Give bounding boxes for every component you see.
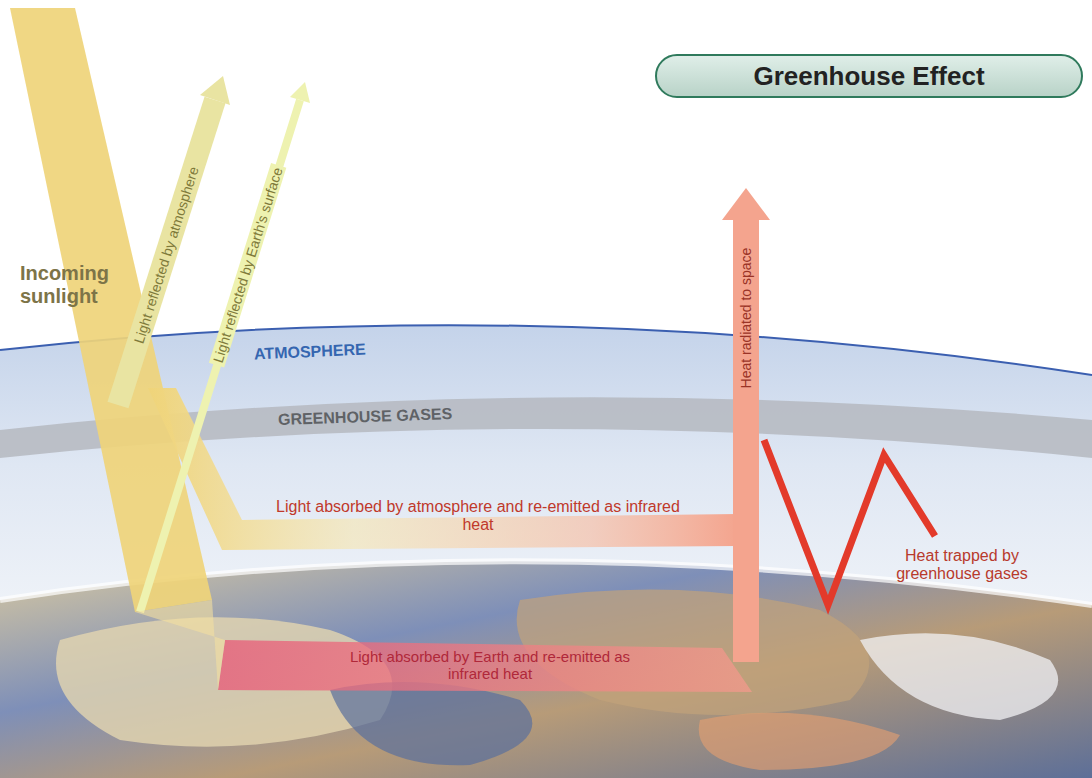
reflection-label: Light reflected by atmosphere xyxy=(130,165,201,346)
process-label: Heat radiated to space xyxy=(738,248,754,389)
diagram-title: Greenhouse Effect xyxy=(753,61,984,92)
title-pill: Greenhouse Effect xyxy=(655,54,1083,98)
process-label: Light absorbed by atmosphere and re-emit… xyxy=(268,498,688,535)
process-label: Light absorbed by Earth and re-emitted a… xyxy=(325,648,655,683)
sunlight-label: Incoming sunlight xyxy=(20,262,140,308)
process-label: Heat trapped by greenhouse gases xyxy=(877,547,1047,584)
